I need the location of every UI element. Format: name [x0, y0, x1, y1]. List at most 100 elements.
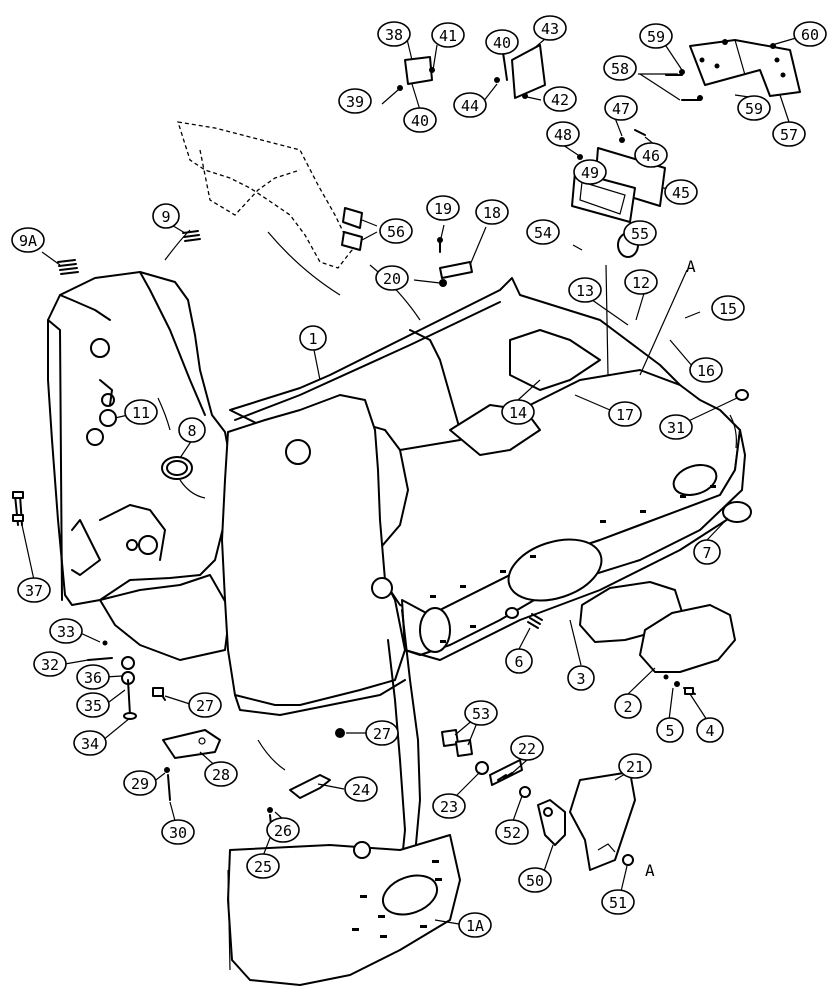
callout-circle [603, 55, 637, 81]
callout-circle [634, 142, 668, 168]
callout-label: 59 [647, 28, 665, 46]
callout-34: 34 [73, 730, 107, 756]
callout-38: 38 [377, 21, 411, 47]
callout-label: 57 [780, 126, 798, 144]
callout-label: 50 [526, 872, 544, 890]
callout-label: 24 [352, 781, 370, 799]
callout-label: 22 [518, 740, 536, 758]
callout-label: 20 [383, 270, 401, 288]
callout-label: 19 [434, 200, 452, 218]
callout-12: 12 [624, 269, 658, 295]
callout-label: 27 [196, 697, 214, 715]
callout-circle [377, 21, 411, 47]
callout-14: 14 [501, 399, 535, 425]
callout-59: 59 [737, 95, 771, 121]
callout-circle [693, 539, 721, 565]
callout-label: 31 [667, 419, 685, 437]
callout-1a: 1A [458, 912, 492, 938]
callout-circle [505, 648, 533, 674]
callout-circle [664, 179, 698, 205]
callout-label: 32 [41, 656, 59, 674]
callout-17: 17 [608, 401, 642, 427]
callout-1: 1 [299, 325, 327, 351]
callout-circle [567, 665, 595, 691]
callout-circle [573, 159, 607, 185]
callout-35: 35 [76, 692, 110, 718]
callout-label: 52 [503, 824, 521, 842]
callout-circle [689, 357, 723, 383]
callout-label: 37 [25, 582, 43, 600]
callout-circle [772, 121, 806, 147]
callout-label: 28 [212, 766, 230, 784]
callout-56: 56 [379, 218, 413, 244]
callout-circle [793, 21, 827, 47]
callout-label: 7 [702, 544, 711, 562]
reference-letter-a-top: A [686, 257, 696, 276]
callout-circle [338, 88, 372, 114]
callout-circle [204, 761, 238, 787]
spring-9-icon [182, 230, 201, 242]
callout-label: 40 [493, 34, 511, 52]
callout-54: 54 [526, 219, 560, 245]
callout-label: 48 [554, 126, 572, 144]
callout-circle [76, 692, 110, 718]
callout-46: 46 [634, 142, 668, 168]
callout-7: 7 [693, 539, 721, 565]
callout-label: 18 [483, 204, 501, 222]
callout-43: 43 [533, 15, 567, 41]
callout-circle [614, 693, 642, 719]
callout-label: 34 [81, 735, 99, 753]
callout-label: 55 [631, 225, 649, 243]
callout-label: 30 [169, 824, 187, 842]
callout-9: 9 [152, 203, 180, 229]
chassis-frame [47, 121, 746, 986]
callout-label: 21 [626, 758, 644, 776]
callout-24: 24 [344, 776, 378, 802]
callout-circle [379, 218, 413, 244]
callout-label: 54 [534, 224, 552, 242]
callout-9a: 9A [11, 227, 45, 253]
callout-circle [76, 664, 110, 690]
callout-circle [403, 107, 437, 133]
callout-42: 42 [543, 86, 577, 112]
callout-label: 8 [187, 422, 196, 440]
callout-label: 4 [705, 722, 714, 740]
callout-circle [365, 720, 399, 746]
callout-label: 44 [461, 97, 479, 115]
callout-label: 45 [672, 184, 690, 202]
callout-label: 29 [131, 775, 149, 793]
callout-45: 45 [664, 179, 698, 205]
callout-circle [656, 717, 684, 743]
callout-label: 1 [308, 330, 317, 348]
callout-circle [431, 22, 465, 48]
callout-label: 15 [719, 300, 737, 318]
callout-29: 29 [123, 770, 157, 796]
callout-27: 27 [188, 692, 222, 718]
callout-8: 8 [178, 417, 206, 443]
callout-label: 11 [132, 404, 150, 422]
callout-57: 57 [772, 121, 806, 147]
callout-label: 56 [387, 223, 405, 241]
callout-label: 12 [632, 274, 650, 292]
callouts: 11A234567899A111213141516171819202122232… [11, 15, 827, 938]
callout-circle [639, 23, 673, 49]
callout-circle [608, 401, 642, 427]
callout-label: 26 [274, 822, 292, 840]
callout-circle [188, 692, 222, 718]
callout-label: 25 [254, 858, 272, 876]
callout-label: 53 [472, 705, 490, 723]
callout-40: 40 [403, 107, 437, 133]
callout-circle [533, 15, 567, 41]
callout-41: 41 [431, 22, 465, 48]
callout-circle [543, 86, 577, 112]
callout-44: 44 [453, 92, 487, 118]
callout-49: 49 [573, 159, 607, 185]
callout-11: 11 [124, 399, 158, 425]
callout-label: 47 [612, 100, 630, 118]
callout-circle [485, 29, 519, 55]
callout-circle [604, 95, 638, 121]
callout-label: 1A [466, 917, 484, 935]
callout-label: 60 [801, 26, 819, 44]
callout-label: 6 [514, 653, 523, 671]
